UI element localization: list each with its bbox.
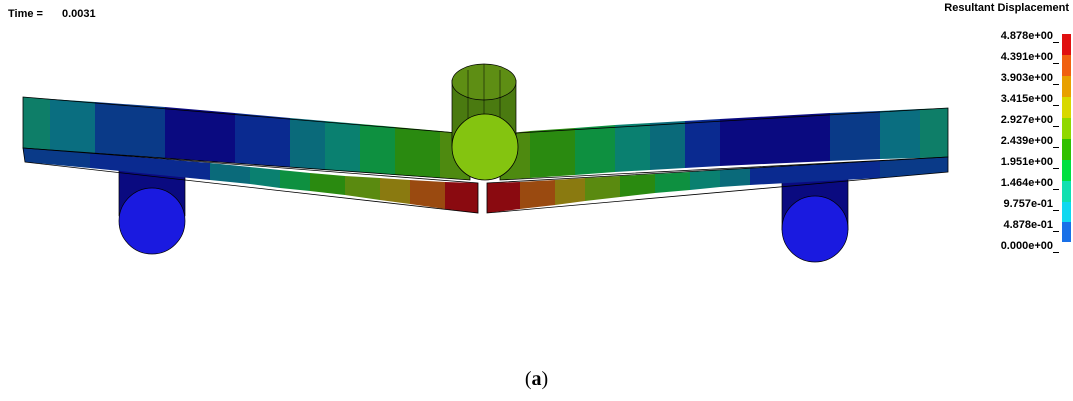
legend-tick: [1053, 105, 1059, 106]
right-support-roller: [781, 177, 849, 263]
legend-tick: [1053, 147, 1059, 148]
legend-swatch: [1062, 76, 1071, 97]
legend-tick: [1053, 126, 1059, 127]
time-value: 0.0031: [62, 8, 96, 20]
legend-swatch: [1062, 55, 1071, 76]
beam-lower-layer: [23, 148, 948, 213]
legend-label: 2.927e+00: [1000, 114, 1053, 126]
legend-swatch: [1062, 160, 1071, 181]
caption-letter: a: [531, 368, 542, 390]
legend-tick: [1053, 84, 1059, 85]
loading-punch-cylinder: [451, 63, 519, 181]
legend-swatch: [1062, 222, 1071, 242]
legend-swatch: [1062, 97, 1071, 118]
legend-swatch: [1062, 181, 1071, 202]
legend-label: 4.878e-01: [1003, 219, 1053, 231]
beam-top-left: [23, 97, 470, 180]
figure-caption: (a): [0, 368, 1073, 391]
legend-label: 4.391e+00: [1000, 51, 1053, 63]
legend-swatch: [1062, 118, 1071, 139]
legend-tick: [1053, 63, 1059, 64]
legend-label: 1.951e+00: [1000, 156, 1053, 168]
caption-close-paren: ): [541, 368, 549, 390]
legend-tick: [1053, 168, 1059, 169]
legend-label: 3.903e+00: [1000, 72, 1053, 84]
legend-tick: [1053, 231, 1059, 232]
legend-swatch: [1062, 139, 1071, 160]
legend-label: 9.757e-01: [1003, 198, 1053, 210]
beam-outline: [22, 96, 949, 214]
color-legend: 4.878e+00 4.391e+00 3.903e+00 3.415e+00 …: [933, 30, 1073, 253]
legend-color-bar: [1062, 34, 1071, 242]
legend-label: 2.439e+00: [1000, 135, 1053, 147]
time-label: Time =: [8, 8, 43, 20]
legend-swatch: [1062, 202, 1071, 222]
legend-tick: [1053, 189, 1059, 190]
legend-title: Resultant Displacement: [944, 2, 1069, 14]
legend-tick: [1053, 42, 1059, 43]
legend-label: 0.000e+00: [1000, 240, 1053, 252]
legend-label: 4.878e+00: [1000, 30, 1053, 42]
legend-label: 1.464e+00: [1000, 177, 1053, 189]
legend-swatch: [1062, 34, 1071, 55]
caption-open-paren: (: [524, 368, 532, 390]
left-support-roller: [118, 167, 186, 255]
legend-tick: [1053, 252, 1059, 253]
legend-tick: [1053, 210, 1059, 211]
legend-label: 3.415e+00: [1000, 93, 1053, 105]
